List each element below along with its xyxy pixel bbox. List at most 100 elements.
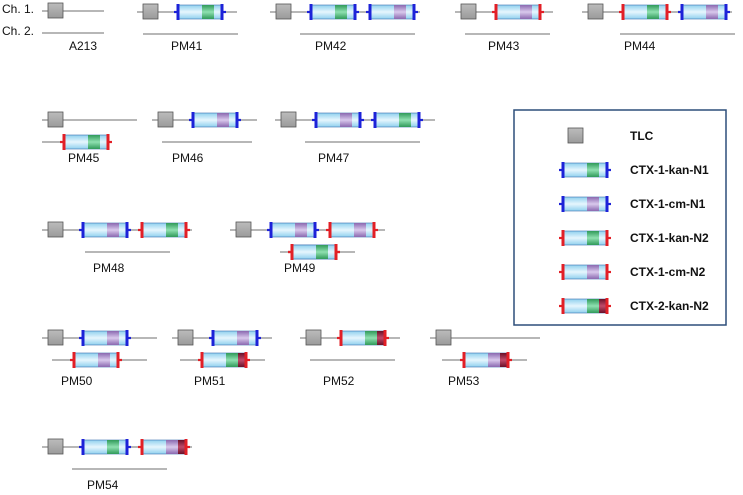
- ctx1-cm-n2-element: [70, 352, 122, 368]
- ctx-end-bar-right: [506, 352, 510, 368]
- tlc-icon: [305, 329, 322, 346]
- ctx-end-bar-right: [255, 330, 259, 346]
- ctx-end-bar-right: [538, 4, 542, 20]
- strain-label: PM50: [61, 374, 93, 388]
- ctx-end-bar-left: [561, 298, 565, 314]
- ctx-core: [82, 330, 128, 346]
- ctx-core: [192, 112, 238, 128]
- strain-label: A213: [69, 39, 97, 53]
- tlc-icon: [47, 111, 64, 128]
- ctx-core: [63, 134, 109, 150]
- ctx-core: [177, 4, 223, 20]
- cm-marker: [706, 5, 718, 19]
- ctx-end-bar-left: [339, 330, 343, 346]
- ctx-end-bar-left: [81, 439, 85, 455]
- kan-marker: [316, 245, 328, 259]
- ctx-end-bar-left: [200, 352, 204, 368]
- ctx-end-bar-left: [561, 230, 565, 246]
- strain-label: PM43: [488, 39, 520, 53]
- ctx-end-bar-right: [334, 244, 338, 260]
- legend-item-ctx-1-cm-n1: CTX-1-cm-N1: [559, 196, 706, 212]
- ctx-core: [369, 4, 415, 20]
- kan-marker: [202, 5, 214, 19]
- ctx-end-bar-right: [417, 112, 421, 128]
- ctx-end-bar-right: [220, 4, 224, 20]
- tlc-icon: [47, 2, 64, 19]
- ctx-core: [495, 4, 541, 20]
- legend-label: CTX-1-cm-N2: [630, 265, 706, 279]
- cm-marker: [354, 223, 366, 237]
- ctx1-cm-n1-element: [79, 330, 131, 346]
- legend-label: CTX-1-kan-N1: [630, 163, 709, 177]
- ctx1-cm-n1-element: [366, 4, 418, 20]
- ctx-end-bar-left: [328, 222, 332, 238]
- ctx1-kan-n2-element: [619, 4, 671, 20]
- ctx-end-bar-left: [211, 330, 215, 346]
- ctx1-kan-n1-element: [371, 112, 423, 128]
- kan-marker: [107, 440, 119, 454]
- ctx-end-bar-right: [313, 222, 317, 238]
- kan-marker: [587, 231, 599, 245]
- legend-label: TLC: [630, 129, 654, 143]
- cm-marker: [217, 113, 229, 127]
- strain-pm46: PM46: [152, 111, 257, 165]
- ctx1-cm-n2-element: [559, 264, 611, 280]
- strain-label: PM41: [171, 39, 203, 53]
- ctx-core: [310, 4, 356, 20]
- ctx1-cm-n1-element: [189, 112, 241, 128]
- strain-pm47: PM47: [275, 111, 435, 165]
- ctx-end-bar-right: [353, 4, 357, 20]
- ctx-core: [622, 4, 668, 20]
- kan-marker: [587, 163, 599, 177]
- ctx-end-bar-right: [125, 222, 129, 238]
- ctx-end-bar-left: [309, 4, 313, 20]
- ctx1-cm-n2-element: [492, 4, 544, 20]
- strain-label: PM52: [323, 374, 355, 388]
- tlc-icon: [235, 221, 252, 238]
- ctx-core: [141, 222, 187, 238]
- ctx-end-bar-left: [462, 352, 466, 368]
- cm-marker: [166, 440, 178, 454]
- legend-label: CTX-1-cm-N1: [630, 197, 706, 211]
- ctx-end-bar-right: [605, 230, 609, 246]
- ctx-core: [82, 222, 128, 238]
- cm-marker: [107, 331, 119, 345]
- ctx-core: [291, 244, 337, 260]
- strain-label: PM42: [315, 39, 347, 53]
- ctx-end-bar-right: [184, 222, 188, 238]
- ctx-end-bar-right: [412, 4, 416, 20]
- cm-marker: [107, 223, 119, 237]
- ctx-end-bar-left: [314, 112, 318, 128]
- ctx1-cm-n1-element: [312, 112, 364, 128]
- strain-label: PM45: [68, 151, 100, 165]
- chromosome-1-label: Ch. 1.: [2, 2, 34, 16]
- ctx-end-bar-right: [665, 4, 669, 20]
- ctx1-kan-n1-element: [559, 162, 611, 178]
- strain-pm54: PM54: [42, 438, 192, 492]
- ctx1-kan-n2-element: [138, 222, 190, 238]
- strain-pm45: PM45: [42, 111, 137, 165]
- strain-a213: A213: [42, 2, 104, 53]
- ctx1-cm-n2-element: [326, 222, 378, 238]
- ctx-core: [212, 330, 258, 346]
- ctx1-kan-n1-element: [79, 439, 131, 455]
- ctx-end-bar-left: [561, 162, 565, 178]
- ctx-core: [562, 230, 608, 246]
- ctx2-kan-n2-element: [198, 352, 250, 368]
- ctx-core: [681, 4, 727, 20]
- legend-label: CTX-1-kan-N2: [630, 231, 709, 245]
- cm-marker: [98, 353, 110, 367]
- ctx2-kan-n2-element: [337, 330, 389, 346]
- ctx-end-bar-left: [140, 222, 144, 238]
- tlc-icon: [47, 221, 64, 238]
- ctx-end-bar-right: [605, 264, 609, 280]
- ctx2-cap: [599, 299, 607, 313]
- ctx-end-bar-right: [605, 162, 609, 178]
- tlc-icon: [157, 111, 174, 128]
- ctx-end-bar-right: [106, 134, 110, 150]
- cm-marker: [587, 197, 599, 211]
- ctx1-kan-n1-element: [307, 4, 359, 20]
- ctx-end-bar-right: [125, 439, 129, 455]
- ctx-end-bar-right: [125, 330, 129, 346]
